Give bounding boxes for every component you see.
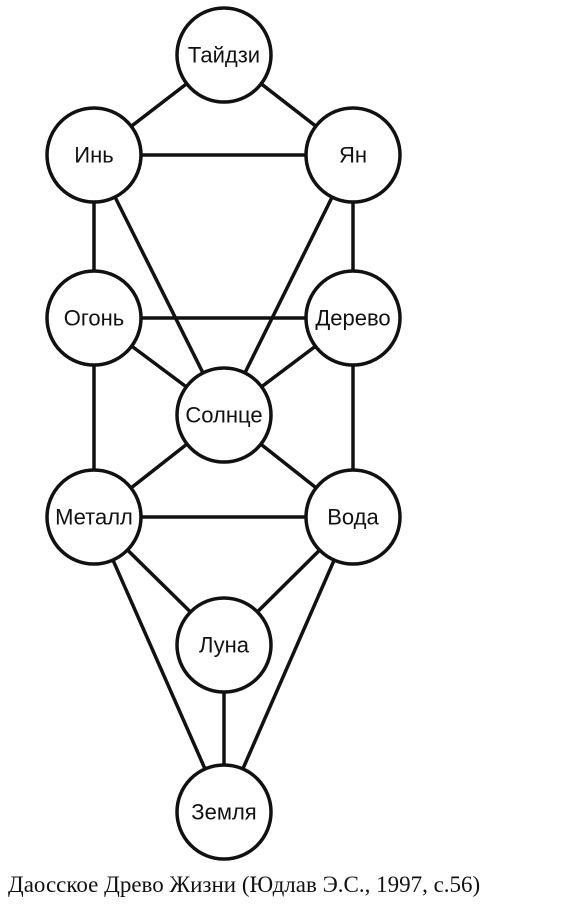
node-circle-taiji xyxy=(175,6,273,104)
node-fire: Огонь xyxy=(45,269,143,367)
node-label-earth: Земля xyxy=(191,800,256,825)
node-label-metal: Металл xyxy=(55,505,133,530)
node-label-taiji: Тайдзи xyxy=(188,43,260,68)
edge-water-earth xyxy=(222,515,355,814)
node-circle-earth xyxy=(175,763,273,861)
node-circle-water xyxy=(304,468,402,566)
node-label-sun: Солнце xyxy=(185,403,262,428)
edge-metal-earth xyxy=(92,515,226,814)
node-earth: Земля xyxy=(175,763,273,861)
node-label-moon: Луна xyxy=(199,633,250,658)
node-label-water: Вода xyxy=(327,505,379,530)
node-circle-yin xyxy=(45,106,143,204)
node-circle-metal xyxy=(45,468,143,566)
node-water: Вода xyxy=(304,468,402,566)
node-sun: Солнце xyxy=(175,366,273,464)
node-wood: Дерево xyxy=(304,269,402,367)
node-circle-yang xyxy=(304,106,402,204)
node-circle-wood xyxy=(304,269,402,367)
node-yang: Ян xyxy=(304,106,402,204)
node-yin: Инь xyxy=(45,106,143,204)
figure-caption: Даосское Древо Жизни (Юдлав Э.С., 1997, … xyxy=(8,872,481,897)
node-metal: Металл xyxy=(45,468,143,566)
node-label-fire: Огонь xyxy=(64,306,125,331)
node-taiji: Тайдзи xyxy=(175,6,273,104)
node-label-wood: Дерево xyxy=(315,306,390,331)
node-circle-moon xyxy=(175,596,273,694)
node-label-yang: Ян xyxy=(339,143,367,168)
node-circle-sun xyxy=(175,366,273,464)
node-label-yin: Инь xyxy=(74,143,113,168)
node-circle-fire xyxy=(45,269,143,367)
node-moon: Луна xyxy=(175,596,273,694)
